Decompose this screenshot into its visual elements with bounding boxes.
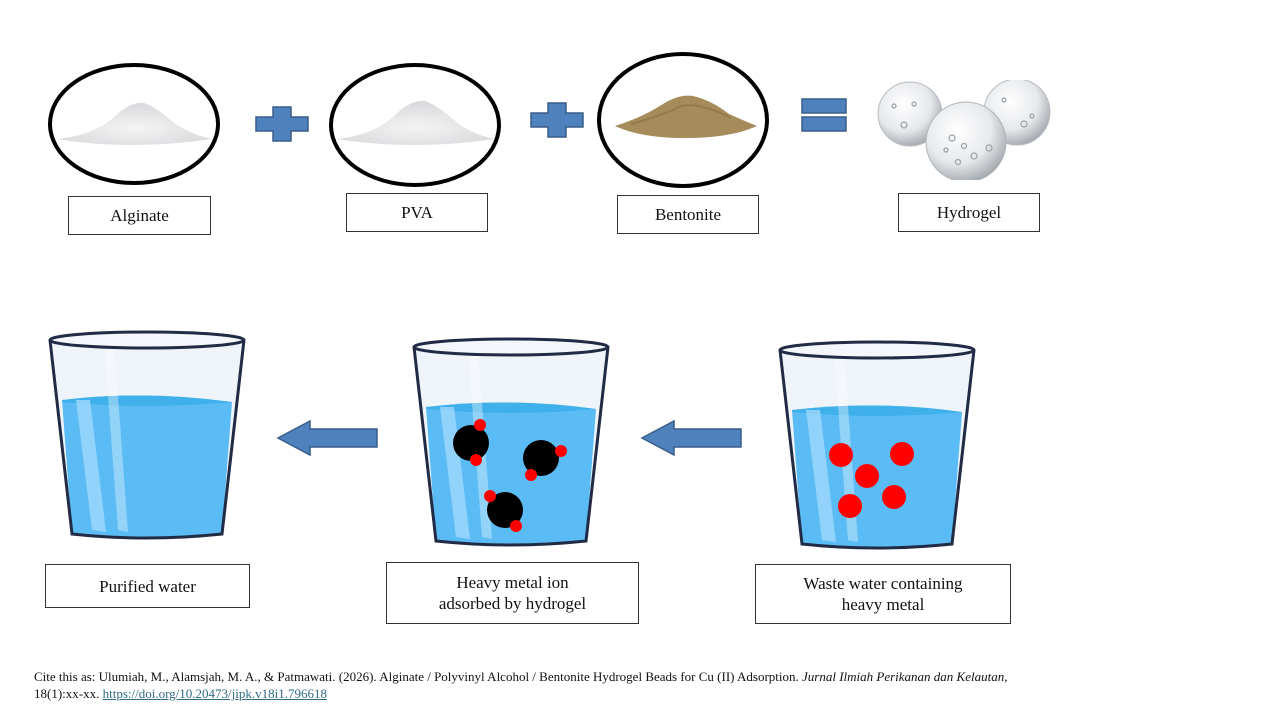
citation-text: Cite this as: Ulumiah, M., Alamsjah, M. …: [34, 669, 803, 684]
purified-water-label: Purified water: [45, 564, 250, 608]
alginate-label: Alginate: [68, 196, 211, 235]
pva-circle: [329, 63, 501, 187]
adsorbed-label: Heavy metal ion adsorbed by hydrogel: [386, 562, 639, 624]
white-powder-icon: [58, 102, 212, 145]
arrow-left-icon: [640, 419, 742, 457]
hydrogel-beads-icon: [877, 80, 1051, 180]
doi-link[interactable]: https://doi.org/10.20473/jipk.v18i1.7966…: [102, 686, 327, 701]
hydrogel-label: Hydrogel: [898, 193, 1040, 232]
plus-icon: [530, 102, 584, 138]
plus-icon: [255, 106, 309, 142]
citation: Cite this as: Ulumiah, M., Alamsjah, M. …: [34, 668, 1054, 702]
bentonite-circle: [597, 52, 769, 188]
brown-powder-icon: [615, 95, 757, 138]
waste-water-glass-icon: [778, 340, 976, 550]
waste-water-label: Waste water containing heavy metal: [755, 564, 1011, 624]
citation-volume: , 18(1):xx-xx.: [34, 669, 1008, 701]
adsorbed-glass-icon: [412, 337, 610, 547]
purified-water-glass-icon: [48, 330, 246, 540]
hydrogel-bead-icon: [453, 419, 489, 466]
arrow-left-icon: [276, 419, 378, 457]
pva-label: PVA: [346, 193, 488, 232]
alginate-circle: [48, 63, 220, 185]
hydrogel-bead-icon: [484, 490, 523, 532]
equals-icon: [801, 98, 847, 132]
hydrogel-bead-icon: [523, 440, 567, 481]
journal-name: Jurnal Ilmiah Perikanan dan Kelautan: [802, 669, 1005, 684]
white-powder-icon: [337, 100, 495, 145]
bentonite-label: Bentonite: [617, 195, 759, 234]
heavy-metal-ion-icon: [829, 442, 914, 518]
